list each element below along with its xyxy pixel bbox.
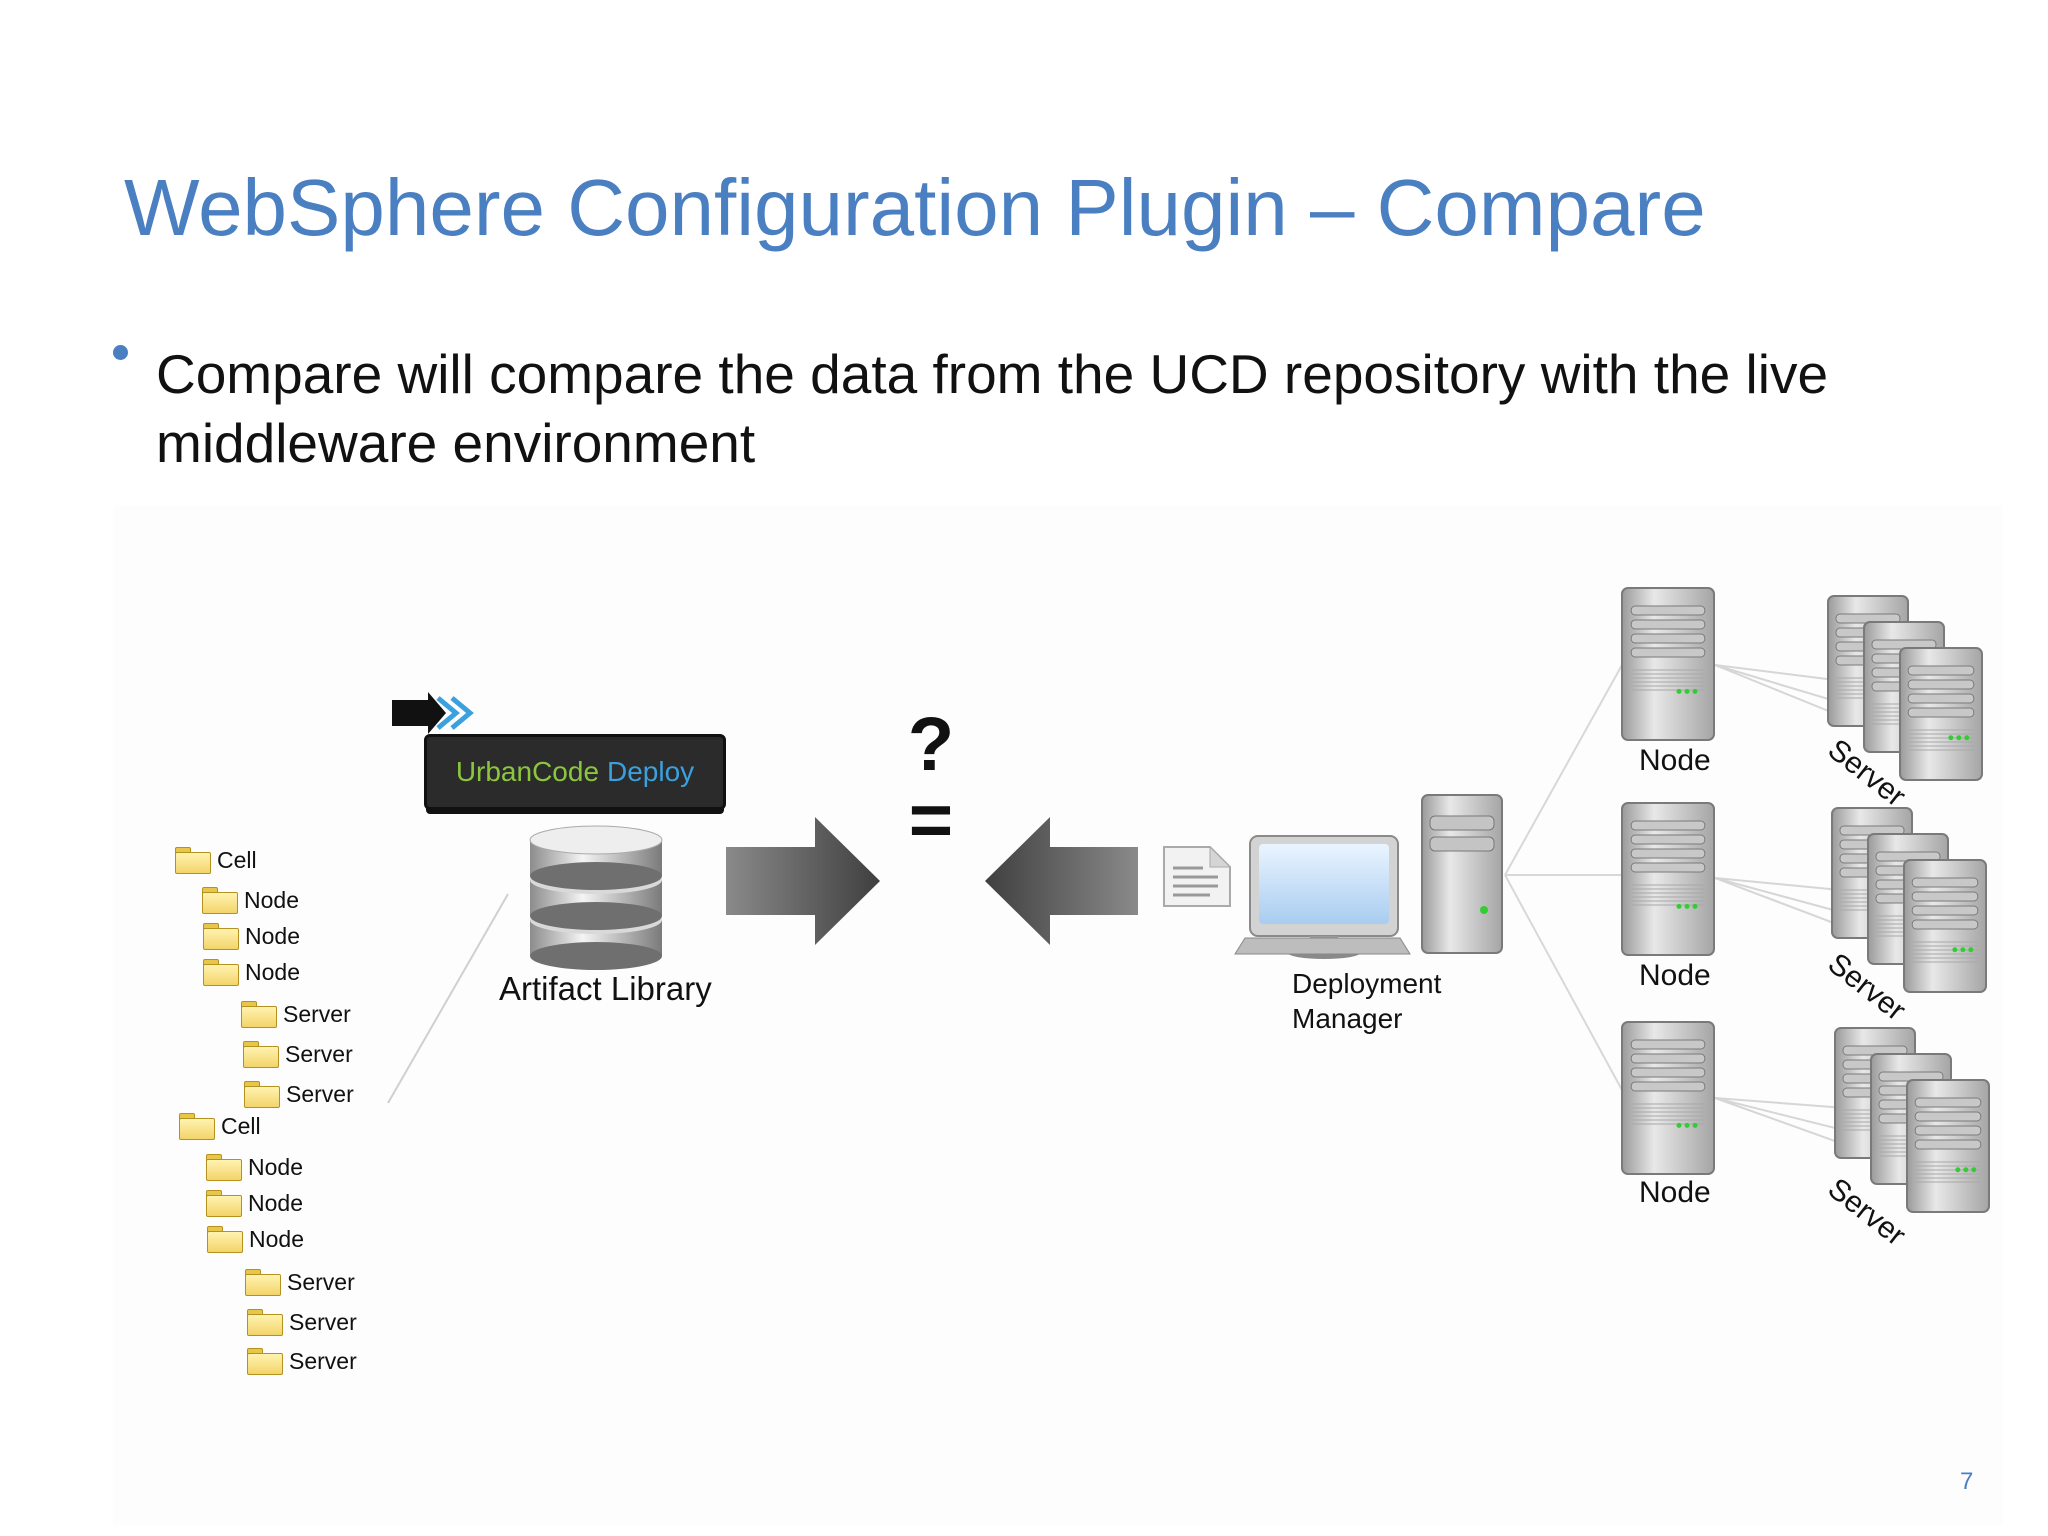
tree-item-label: Cell	[217, 846, 257, 873]
tree-item[interactable]: Node	[206, 1187, 303, 1219]
deployment-manager-label-line2: Manager	[1292, 1003, 1403, 1034]
folder-icon	[203, 923, 239, 950]
tree-item-label: Cell	[221, 1112, 261, 1139]
database-icon	[529, 825, 663, 970]
artifact-library-label: Artifact Library	[499, 970, 712, 1007]
folder-icon	[206, 1190, 242, 1217]
connector-line	[387, 893, 509, 1104]
folder-icon	[179, 1113, 215, 1140]
tree-item-label: Node	[245, 958, 300, 985]
tree-item[interactable]: Node	[207, 1223, 304, 1255]
deployment-manager-label-line1: Deployment	[1292, 968, 1442, 999]
folder-icon	[241, 1001, 277, 1028]
tree-item-label: Node	[249, 1225, 304, 1252]
tree-item-label: Server	[283, 1000, 351, 1027]
folder-icon	[245, 1269, 281, 1296]
computer-icon	[1234, 835, 1411, 959]
slide-title: WebSphere Configuration Plugin – Compare	[124, 163, 1706, 252]
ucd-word-deploy: Deploy	[607, 756, 695, 787]
tree-item-label: Node	[248, 1189, 303, 1216]
tree-item-label: Node	[244, 886, 299, 913]
server-icon	[1906, 1079, 1990, 1213]
tree-item-label: Server	[286, 1080, 354, 1107]
question-mark: ?	[908, 702, 954, 787]
node-server-icon	[1621, 802, 1715, 956]
folder-icon	[244, 1081, 280, 1108]
server-icon	[1903, 859, 1987, 993]
tree-item[interactable]: Server	[247, 1345, 357, 1377]
tree-item[interactable]: Node	[206, 1151, 303, 1183]
folder-icon	[203, 959, 239, 986]
folder-icon	[175, 847, 211, 874]
folder-icon	[243, 1041, 279, 1068]
ucd-word-urbancode: UrbanCode	[455, 756, 600, 787]
tree-item[interactable]: Server	[245, 1266, 355, 1298]
ucd-chevron-icon	[392, 692, 474, 734]
server-icon	[1899, 647, 1983, 781]
tree-item-label: Server	[287, 1268, 355, 1295]
node-server-icons	[1621, 587, 1715, 1175]
tree-item-label: Server	[285, 1040, 353, 1067]
folder-icon	[247, 1309, 283, 1336]
arrow-right-icon	[726, 817, 880, 945]
node-server-icon	[1621, 1021, 1715, 1175]
tree-item[interactable]: Server	[241, 998, 351, 1030]
tree-item[interactable]: Node	[202, 884, 299, 916]
folder-icon	[206, 1154, 242, 1181]
tree-item-label: Node	[245, 922, 300, 949]
document-icon	[1163, 845, 1232, 907]
tree-item[interactable]: Server	[244, 1078, 354, 1110]
bullet-text: Compare will compare the data from the U…	[156, 343, 1829, 474]
server-stack-icons	[1827, 595, 1990, 1213]
node-label: Node	[1639, 959, 1711, 992]
tree-item[interactable]: Node	[203, 956, 300, 988]
tree-item[interactable]: Server	[247, 1306, 357, 1338]
node-connector-lines	[1504, 664, 1623, 1091]
tree-item[interactable]: Server	[243, 1038, 353, 1070]
tree-item-label: Server	[289, 1347, 357, 1374]
tree-item[interactable]: Node	[203, 920, 300, 952]
node-server-icon	[1621, 587, 1715, 741]
equals-sign: =	[909, 778, 953, 863]
folder-icon	[247, 1348, 283, 1375]
tree-item-label: Server	[289, 1308, 357, 1335]
arrow-left-icon	[985, 817, 1138, 945]
tree-item[interactable]: Cell	[179, 1110, 261, 1142]
deployment-manager-server-icon	[1421, 794, 1503, 954]
folder-icon	[207, 1226, 243, 1253]
bullet-point-icon	[113, 345, 128, 360]
folder-icon	[202, 887, 238, 914]
page-number: 7	[1960, 1468, 1974, 1495]
tree-item-label: Node	[248, 1153, 303, 1180]
tree-item[interactable]: Cell	[175, 844, 257, 876]
node-label: Node	[1639, 1176, 1711, 1209]
node-label: Node	[1639, 744, 1711, 777]
